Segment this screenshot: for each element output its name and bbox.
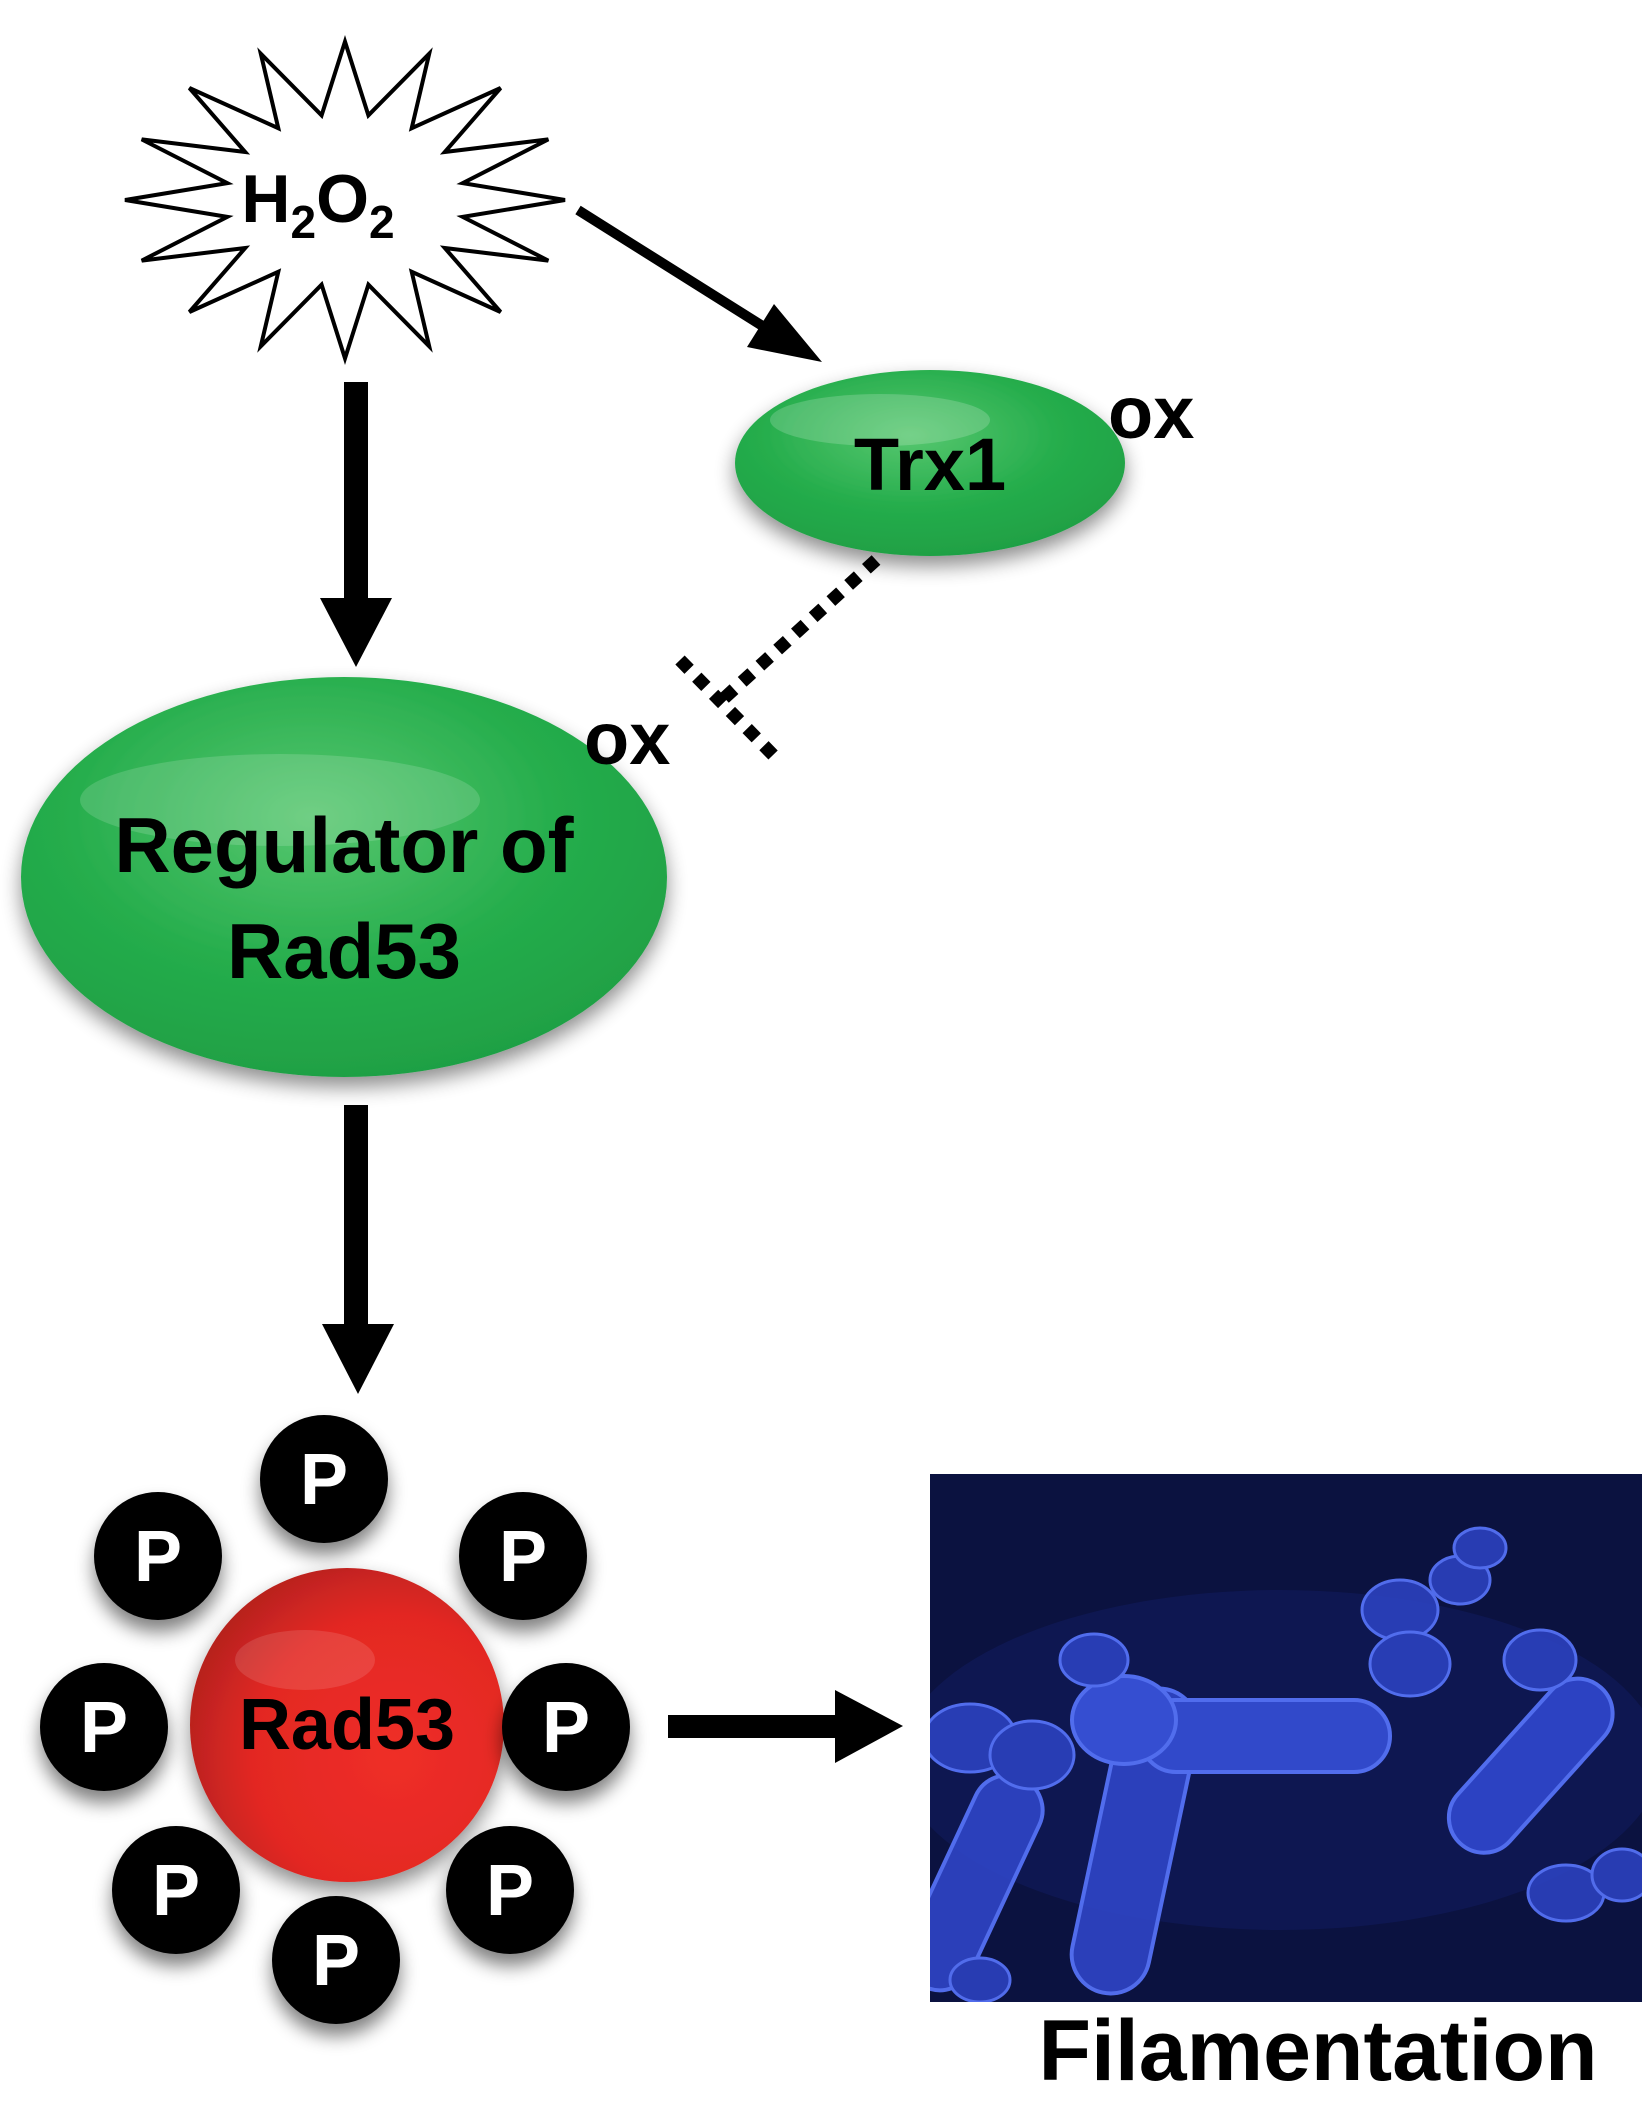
trx1-ox-label: ox: [1108, 371, 1194, 454]
starburst-shape: [124, 34, 566, 366]
phosphate-6: P: [112, 1826, 240, 1954]
inhibition-trx1-to-regulator: [675, 555, 881, 763]
phosphate-circle: [502, 1663, 630, 1791]
trx1-node: Trx1 ox: [735, 370, 1194, 556]
trx1-oval: [735, 370, 1125, 556]
arrow-h2o2-to-regulator: [320, 382, 392, 667]
phosphate-circle: [40, 1663, 168, 1791]
phosphate-label: P: [300, 1440, 348, 1520]
phosphate-label: P: [542, 1688, 590, 1768]
arrow-rad53-to-filamentation: [668, 1690, 903, 1763]
phosphate-circle: [260, 1415, 388, 1543]
arrow-h2o2-to-trx1: [575, 205, 822, 362]
phosphate-circle: [272, 1896, 400, 2024]
phosphate-label: P: [134, 1517, 182, 1597]
cell-filament-4: [1446, 1676, 1615, 1855]
phosphate-group: P P P P P P P P: [40, 1415, 630, 2024]
phosphate-label: P: [312, 1921, 360, 2001]
phosphate-circle: [446, 1826, 574, 1954]
phosphate-3: P: [459, 1492, 587, 1620]
regulator-ox-label: ox: [584, 697, 670, 780]
rad53-node: P P P P P P P P Rad53: [40, 1415, 630, 2024]
phosphate-1: P: [260, 1415, 388, 1543]
phosphate-label: P: [499, 1517, 547, 1597]
rad53-circle: [190, 1568, 504, 1882]
regulator-label-line2: Rad53: [227, 907, 461, 995]
h2o2-label: H2O2: [241, 161, 394, 248]
arrow-regulator-to-rad53: [322, 1105, 394, 1394]
phosphate-circle: [94, 1492, 222, 1620]
phosphate-label: P: [152, 1851, 200, 1931]
regulator-oval: [21, 677, 667, 1077]
filamentation-caption: Filamentation: [0, 1990, 1646, 2099]
regulator-node: Regulator of Rad53 ox: [21, 677, 670, 1077]
phosphate-label: P: [80, 1688, 128, 1768]
phosphate-5: P: [502, 1663, 630, 1791]
filamentation-micrograph: [930, 1474, 1642, 2002]
phosphate-7: P: [446, 1826, 574, 1954]
phosphate-8: P: [272, 1896, 400, 2024]
phosphate-4: P: [40, 1663, 168, 1791]
phosphate-2: P: [94, 1492, 222, 1620]
phosphate-circle: [112, 1826, 240, 1954]
regulator-label-line1: Regulator of: [114, 801, 574, 889]
cell-filament-3: [1138, 1698, 1392, 1774]
h2o2-starburst: H2O2: [124, 34, 566, 366]
phosphate-label: P: [486, 1851, 534, 1931]
filamentation-label: Filamentation: [1038, 2003, 1597, 2090]
phosphate-circle: [459, 1492, 587, 1620]
trx1-label: Trx1: [854, 423, 1006, 506]
rad53-label: Rad53: [239, 1685, 455, 1765]
